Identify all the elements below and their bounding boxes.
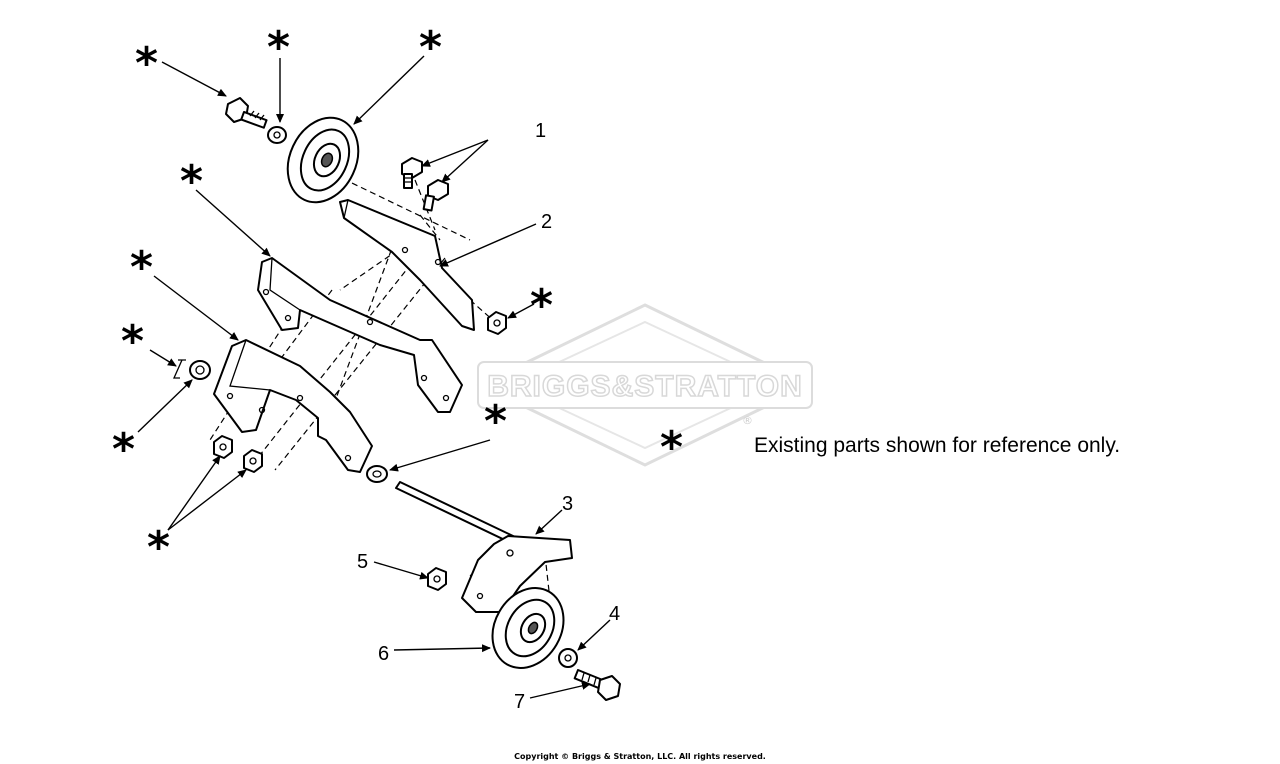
existing-part-star: * xyxy=(121,316,144,367)
bracket-nut-right xyxy=(487,311,507,335)
idler-washer xyxy=(558,648,578,668)
watermark-brand-text: BRIGGS&STRATTON xyxy=(487,370,803,403)
lower-idler-pulley xyxy=(491,587,565,669)
cotter-pin xyxy=(172,359,186,379)
existing-part-star: * xyxy=(147,522,170,573)
existing-part-star: * xyxy=(130,242,153,293)
leader-lines xyxy=(137,55,611,699)
idler-bolt xyxy=(573,669,621,701)
existing-part-star: * xyxy=(484,396,507,447)
lower-mounting-plate xyxy=(213,339,373,473)
bracket-bolt-lower xyxy=(422,179,449,212)
legend-star: * xyxy=(660,422,683,473)
existing-part-star: * xyxy=(267,22,290,73)
existing-part-star: * xyxy=(180,156,203,207)
legend: * Existing parts shown for reference onl… xyxy=(660,422,1120,473)
bracket-bolt-upper xyxy=(401,157,423,189)
callout-1: 1 xyxy=(535,120,546,142)
spacer-left xyxy=(189,360,211,380)
existing-part-star: * xyxy=(419,22,442,73)
idler-nut xyxy=(427,567,447,591)
callout-7: 7 xyxy=(514,691,525,713)
callout-3: 3 xyxy=(562,493,573,515)
callout-2: 2 xyxy=(541,211,552,233)
callout-6: 6 xyxy=(378,643,389,665)
upper-pulley-washer xyxy=(267,126,287,144)
idler-arm-bracket xyxy=(339,199,475,331)
existing-part-star: * xyxy=(112,424,135,475)
upper-idler-pulley xyxy=(286,116,360,204)
upper-pulley-bolt xyxy=(225,97,268,129)
lower-plate-nut-2 xyxy=(243,449,263,473)
existing-part-star: * xyxy=(135,38,158,89)
copyright-notice: Copyright © Briggs & Stratton, LLC. All … xyxy=(514,752,766,761)
existing-part-star: * xyxy=(530,280,553,331)
lower-idler-bracket xyxy=(461,535,573,613)
brand-watermark: BRIGGS&STRATTON ® xyxy=(476,303,814,467)
watermark-registered-mark: ® xyxy=(742,414,753,427)
lower-plate-nut-1 xyxy=(213,435,233,459)
callout-5: 5 xyxy=(357,551,368,573)
upper-mounting-plate xyxy=(257,257,463,413)
callout-4: 4 xyxy=(609,603,620,625)
legend-text: Existing parts shown for reference only. xyxy=(754,434,1120,457)
shaft-spacer xyxy=(366,465,388,483)
